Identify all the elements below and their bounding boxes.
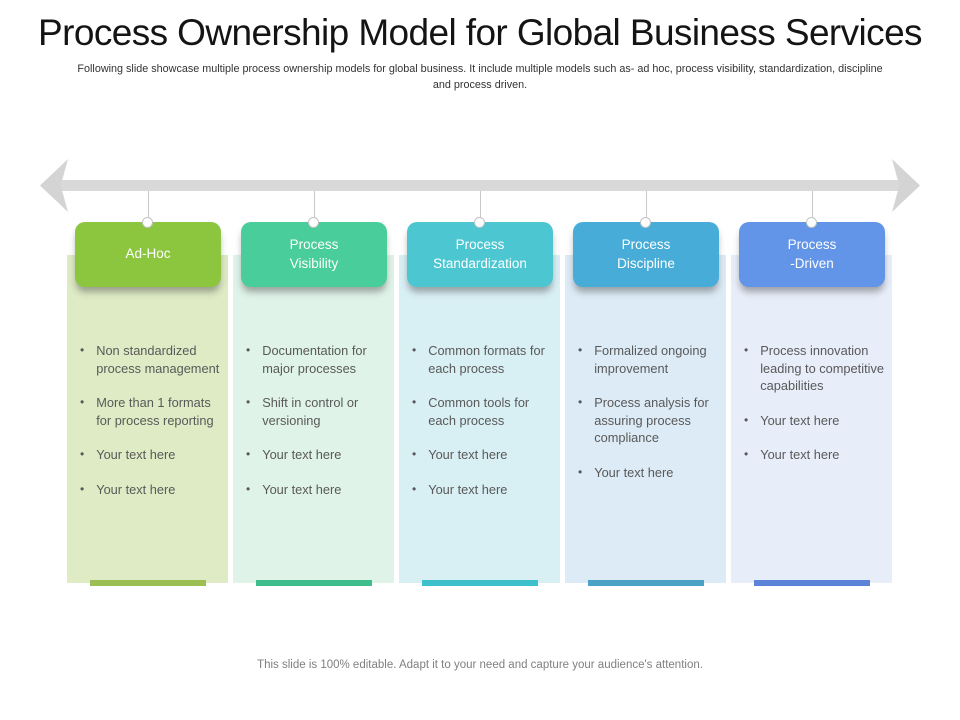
bullet-dot-icon: • [578,343,583,357]
process-column: Ad-Hoc • Non standardized process managem… [67,191,228,586]
column-header-label: Process Visibility [289,237,339,271]
bullet-dot-icon: • [744,412,749,427]
bullet-dot-icon: • [246,395,251,409]
bullet-text: Process innovation leading to competitiv… [760,343,884,393]
bullet-item: • Your text here [575,464,721,482]
column-panel [233,255,394,583]
bullet-dot-icon: • [412,343,417,357]
bullet-dot-icon: • [578,464,583,479]
bullet-text: Documentation for major processes [262,343,367,376]
column-header-label: Process Discipline [617,237,675,271]
bullet-dot-icon: • [246,481,251,496]
bullet-dot-icon: • [744,343,749,357]
bullet-item: • Common formats for each process [409,342,555,377]
bullet-text: Your text here [760,412,840,428]
bullet-item: • Process innovation leading to competiti… [741,342,887,395]
bullet-text: Process analysis for assuring process co… [594,395,709,445]
column-accent-bar [255,580,372,586]
bullet-dot-icon: • [80,481,85,496]
bullet-item: • Your text here [409,481,555,499]
bullet-text: Your text here [96,447,176,462]
bullet-text: Your text here [428,481,508,497]
connector-pin-icon [474,217,485,228]
bullet-item: • Your text here [409,446,555,464]
bullet-item: • Your text here [77,481,223,499]
column-panel [399,255,560,583]
column-accent-bar [587,580,704,586]
column-accent-bar [421,580,538,586]
column-header: Ad-Hoc [75,217,221,287]
column-header-label: Process -Driven [787,237,837,271]
bullet-dot-icon: • [246,343,251,357]
bullet-dot-icon: • [80,343,85,357]
column-panel [565,255,726,583]
process-column: Process Standardization • Common formats … [399,191,560,586]
bullet-dot-icon: • [246,447,251,461]
bullet-text: Your text here [262,447,342,462]
column-header-label: Process Standardization [433,237,527,271]
bullet-item: • Your text here [77,446,223,464]
bullet-item: • More than 1 formats for process reporti… [77,394,223,429]
bullet-item: • Your text here [243,446,389,464]
bullet-list: • Documentation for major processes • Shift… [243,342,389,515]
columns: Ad-Hoc • Non standardized process managem… [67,191,893,586]
column-panel [731,255,892,583]
bullet-dot-icon: • [412,481,417,496]
footer-note: This slide is 100% editable. Adapt it to… [257,659,703,671]
bullet-text: Your text here [262,481,342,497]
bullet-text: Shift in control or versioning [262,395,359,428]
process-column: Process -Driven • Process innovation lead… [731,191,892,586]
bullet-item: • Formalized ongoing improvement [575,342,721,377]
connector-line [313,191,315,218]
column-accent-bar [89,580,206,586]
bullet-item: • Your text here [243,481,389,499]
bullet-list: • Non standardized process management • Mor… [77,342,223,515]
bullet-text: Your text here [760,447,840,462]
column-header-label: Ad-Hoc [125,246,171,262]
column-header: Process Standardization [407,217,553,287]
connector-pin-icon [806,217,817,228]
bullet-item: • Shift in control or versioning [243,394,389,429]
timeline-shaft [56,180,904,191]
connector-line [811,191,813,218]
bullet-dot-icon: • [744,447,749,461]
connector-line [645,191,647,218]
bullet-text: Non standardized process management [96,343,220,376]
connector-line [479,191,481,218]
process-column: Process Discipline • Formalized ongoing i… [565,191,726,586]
bullet-text: Your text here [428,447,508,462]
page-subtitle: Following slide showcase multiple proces… [77,63,883,92]
bullet-item: • Non standardized process management [77,342,223,377]
bullet-item: • Your text here [741,446,887,464]
bullet-text: Common formats for each process [428,343,545,376]
bullet-text: Your text here [96,481,176,497]
bullet-list: • Formalized ongoing improvement • Process … [575,342,721,498]
bullet-list: • Process innovation leading to competiti… [741,342,887,481]
bullet-list: • Common formats for each process • Common … [409,342,555,515]
column-panel [67,255,228,583]
bullet-dot-icon: • [578,395,583,409]
column-header: Process -Driven [739,217,885,287]
column-header: Process Visibility [241,217,387,287]
column-accent-bar [753,580,870,586]
bullet-text: Formalized ongoing improvement [594,343,707,376]
connector-pin-icon [308,217,319,228]
page-title: Process Ownership Model for Global Busin… [38,12,923,53]
connector-pin-icon [142,217,153,228]
process-column: Process Visibility • Documentation for ma… [233,191,394,586]
bullet-text: Your text here [594,464,674,480]
bullet-text: More than 1 formats for process reportin… [96,395,214,428]
bullet-item: • Your text here [741,412,887,430]
connector-line [147,191,149,218]
connector-pin-icon [640,217,651,228]
bullet-item: • Process analysis for assuring process c… [575,394,721,447]
bullet-text: Common tools for each process [428,395,530,428]
bullet-item: • Common tools for each process [409,394,555,429]
bullet-dot-icon: • [80,447,85,461]
bullet-item: • Documentation for major processes [243,342,389,377]
column-header: Process Discipline [573,217,719,287]
bullet-dot-icon: • [412,447,417,461]
bullet-dot-icon: • [412,395,417,409]
bullet-dot-icon: • [80,395,85,409]
